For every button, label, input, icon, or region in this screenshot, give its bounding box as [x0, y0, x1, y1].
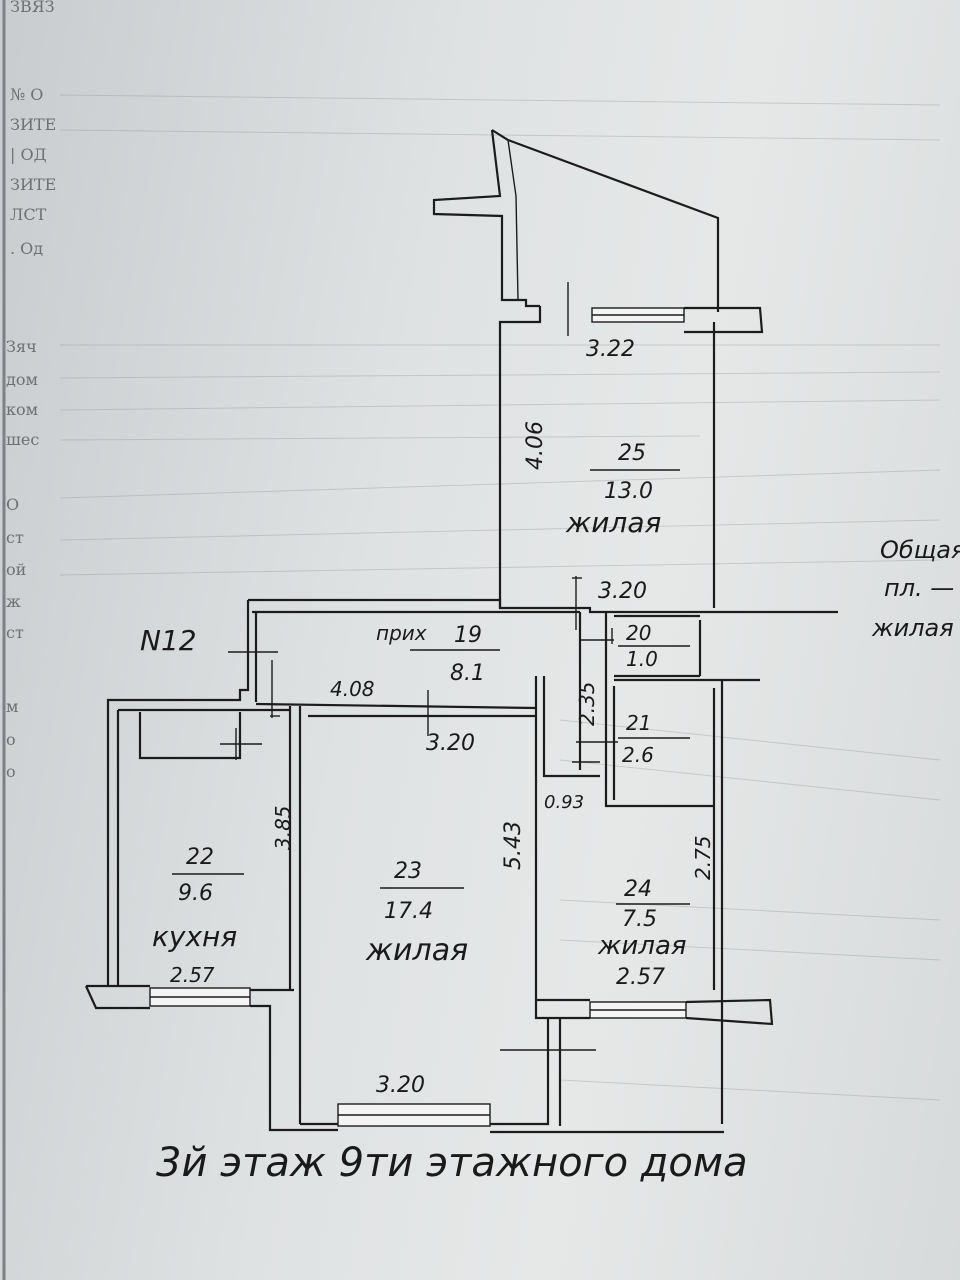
room-area: 13.0 — [604, 479, 653, 504]
margin-fragment: № О — [10, 85, 43, 104]
room-number: 24 — [624, 877, 652, 902]
margin-fragment: О — [6, 495, 19, 514]
margin-fragment: ЗИТЕ — [10, 175, 56, 194]
room-area: 9.6 — [178, 881, 213, 906]
dimension-label: 3.85 — [271, 805, 295, 850]
dimension-label: 3.20 — [598, 579, 647, 604]
room-area: 2.6 — [622, 743, 654, 767]
margin-fragment: ст — [6, 528, 24, 547]
margin-fragment: | ОД — [10, 145, 47, 164]
room-23: 23 17.4 жилая — [365, 859, 468, 968]
dimension-label: 2.57 — [170, 963, 215, 987]
margin-fragment: о — [6, 730, 16, 749]
dimension-label: 0.93 — [544, 792, 584, 813]
room-name: жилая — [565, 506, 661, 539]
apartment-label: N12 — [140, 624, 197, 657]
dimension-label: 2.57 — [616, 965, 665, 990]
room-area: 8.1 — [450, 661, 485, 686]
room-number: 20 — [626, 621, 651, 645]
room-name: кухня — [152, 920, 237, 953]
side-note-line: пл. — — [884, 574, 954, 602]
margin-fragment: ст — [6, 623, 24, 642]
margin-fragment: ж — [6, 592, 21, 611]
side-note-line: Общая — [880, 536, 960, 564]
margin-fragment: шес — [6, 430, 39, 449]
margin-fragment: Зяч — [6, 337, 37, 356]
room-number: 23 — [394, 859, 422, 884]
side-note-line: жилая — [871, 614, 954, 642]
dimension-ticks — [220, 282, 618, 1062]
room-area: 7.5 — [622, 907, 657, 932]
room-number: 22 — [186, 845, 214, 870]
room-20: 20 1.0 — [618, 621, 690, 671]
room-number: 19 — [454, 623, 482, 648]
room-25: 25 13.0 жилая — [565, 441, 680, 539]
dimension-label: 2.35 — [575, 681, 599, 726]
room-area: 17.4 — [384, 899, 433, 924]
margin-fragment: . Од — [10, 239, 43, 258]
margin-fragments: ЗВЯЗ № О ЗИТЕ | ОД ЗИТЕ ЛСТ . Од Зяч дом… — [6, 0, 56, 781]
room-21: 21 2.6 — [618, 711, 690, 767]
margin-fragment: м — [6, 697, 18, 716]
margin-fragment: ЗВЯЗ — [10, 0, 55, 16]
dimension-label: 4.06 — [523, 421, 548, 470]
margin-fragment: дом — [6, 370, 38, 389]
plan-walls — [84, 129, 838, 1134]
dimension-label: 4.08 — [330, 677, 375, 701]
margin-fragment: ой — [6, 560, 26, 579]
dimension-label: 3.22 — [586, 337, 635, 362]
room-name: жилая — [365, 933, 468, 968]
margin-fragment: ком — [6, 400, 38, 419]
dimension-label: 3.20 — [426, 731, 475, 756]
room-19: прих 19 8.1 — [376, 621, 500, 686]
margin-fragment: о — [6, 762, 16, 781]
room-number: 21 — [626, 711, 651, 735]
margin-fragment: ЗИТЕ — [10, 115, 56, 134]
margin-fragment: ЛСТ — [10, 205, 47, 224]
side-note: Общая пл. — жилая — [871, 536, 960, 642]
room-area: 1.0 — [626, 647, 658, 671]
room-number: 25 — [618, 441, 646, 466]
dimension-label: 2.75 — [691, 835, 715, 880]
dimension-label: 5.43 — [501, 821, 526, 870]
room-22: 22 9.6 кухня — [152, 845, 244, 953]
dimension-label: 3.20 — [376, 1073, 425, 1098]
floor-caption: 3й этаж 9ти этажного дома — [156, 1140, 748, 1186]
room-24: 24 7.5 жилая — [597, 877, 690, 961]
room-name: прих — [376, 621, 427, 645]
room-name: жилая — [597, 931, 687, 961]
